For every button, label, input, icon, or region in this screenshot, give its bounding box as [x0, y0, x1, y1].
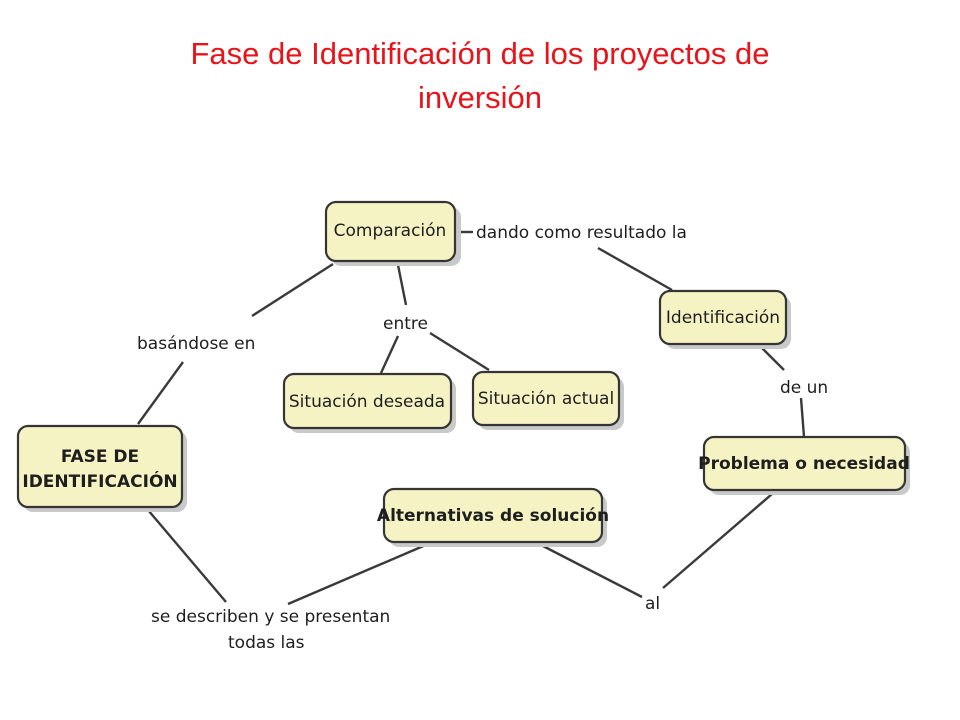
node-identificacion: Identificación — [658, 289, 791, 349]
slide-title: Fase de Identificación de los proyectos … — [80, 32, 880, 120]
slide-title-line-2: inversión — [417, 80, 543, 115]
link-dando-como-resultado: dando como resultado la — [476, 223, 687, 243]
connector-al-problema — [662, 493, 773, 589]
connector-fase-describen — [147, 509, 227, 603]
link-entre: entre — [383, 314, 428, 334]
slide-title-line-1: Fase de Identificación de los proyectos … — [190, 36, 770, 71]
connector-dando-identificacion — [597, 246, 673, 292]
link-al: al — [645, 594, 660, 614]
node-situacion-actual: Situación actual — [471, 370, 624, 430]
node-situacion-actual-label: Situación actual — [478, 389, 614, 409]
node-identificacion-label: Identificación — [666, 308, 780, 328]
node-situacion-deseada-label: Situación deseada — [289, 392, 445, 412]
connector-entre-deseada — [379, 335, 400, 374]
node-comparacion-label: Comparación — [334, 221, 447, 241]
svg-text:FASE DE: FASE DE — [61, 447, 139, 467]
link-se-describen-line-1: se describen y se presentan — [151, 607, 390, 627]
svg-text:IDENTIFICACIÓN: IDENTIFICACIÓN — [22, 470, 177, 492]
connector-comparacion-entre — [396, 264, 408, 306]
node-fase-label-line-2: IDENTIFICACIÓN — [22, 470, 177, 492]
connector-identificacion-deun — [761, 347, 785, 371]
node-fase-identificacion: FASE DE IDENTIFICACIÓN — [16, 424, 187, 512]
node-situacion-deseada: Situación deseada — [282, 372, 456, 433]
node-problema-label: Problema o necesidad — [698, 454, 910, 474]
connector-basandose-fase — [137, 361, 184, 425]
link-de-un: de un — [780, 378, 828, 398]
node-alternativas-solucion: Alternativas de solución — [377, 487, 609, 547]
linking-phrases: dando como resultado la basándose en ent… — [137, 223, 828, 653]
connector-comparacion-basandose — [251, 262, 334, 318]
link-se-describen-line-2: todas las — [228, 633, 305, 653]
connector-entre-actual — [429, 331, 490, 372]
connector-deun-problema — [799, 397, 806, 438]
link-basandose-en: basándose en — [137, 334, 255, 354]
node-comparacion: Comparación — [324, 200, 461, 266]
connector-lines — [137, 230, 806, 606]
node-fase-label-line-1: FASE DE — [61, 447, 139, 467]
connector-describen-alternativas — [287, 542, 429, 606]
node-problema-necesidad: Problema o necesidad — [698, 435, 910, 495]
node-alternativas-label: Alternativas de solución — [377, 506, 609, 526]
connector-alternativas-al — [540, 543, 643, 599]
